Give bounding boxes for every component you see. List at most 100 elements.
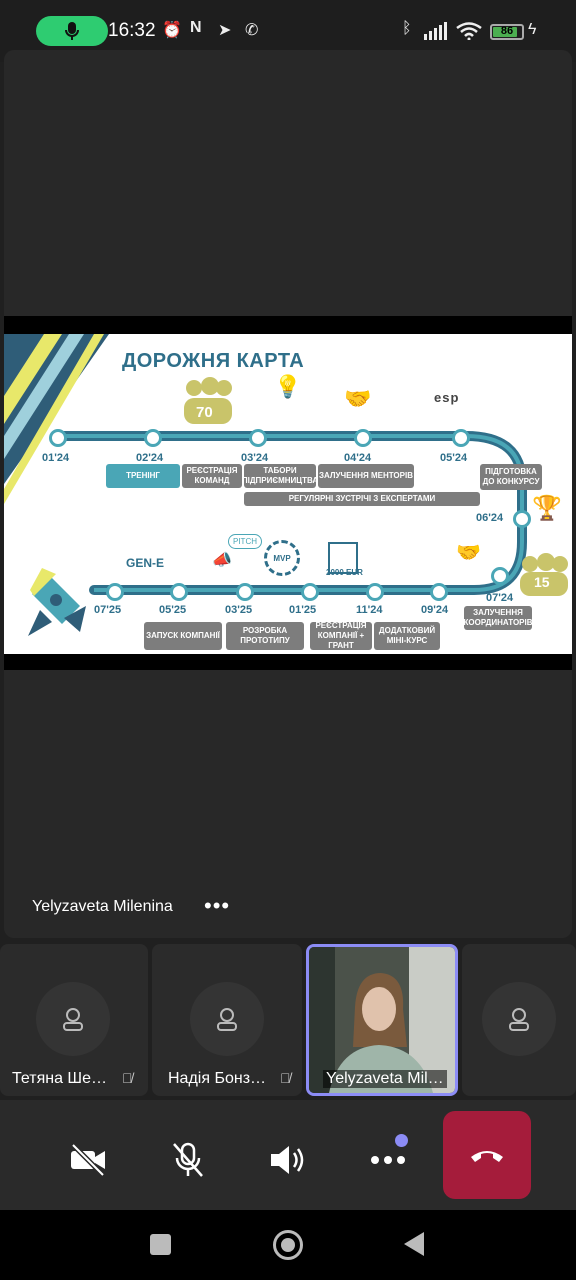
participant-name: Надія Бонз…: [168, 1070, 267, 1087]
date-label: 07'24: [486, 592, 514, 604]
home-button[interactable]: [273, 1230, 303, 1260]
speaker-icon: [271, 1146, 304, 1174]
speaker-more-button[interactable]: •••: [204, 893, 231, 918]
user-placeholder-icon: [63, 1008, 83, 1031]
telegram-icon: ➤: [218, 22, 232, 39]
timeline-node: [491, 567, 509, 585]
handshake-icon: 🤝: [456, 542, 481, 564]
hangup-icon: [471, 1151, 503, 1162]
stripes-decoration: [4, 334, 109, 504]
milestone-company-grant: РЕЄСТРАЦІЯ КОМПАНІЇ + ГРАНТ: [310, 621, 372, 650]
battery-percent: 86: [500, 25, 514, 37]
timeline-node: [170, 583, 188, 601]
wifi-icon: [456, 22, 482, 40]
experts-bar: РЕГУЛЯРНІ ЗУСТРІЧІ З ЕКСПЕРТАМИ: [244, 492, 480, 506]
handshake-icon: 🤝: [344, 386, 372, 411]
camera-off-icon: [71, 1143, 105, 1177]
participant-tile-active[interactable]: Yelyzaveta Mil…: [306, 944, 458, 1096]
timeline-node: [366, 583, 384, 601]
microphone-icon: [65, 22, 79, 40]
avatar: [482, 982, 556, 1056]
speaker-name: Yelyzaveta Milenina: [32, 898, 173, 915]
participants-count-bottom: 15: [534, 574, 550, 590]
people-group-icon: [184, 377, 232, 424]
timeline-node: [513, 510, 531, 528]
mvp-gear-icon: MVP: [264, 540, 300, 576]
avatar: [36, 982, 110, 1056]
back-button[interactable]: [402, 1232, 424, 1256]
timeline-node: [301, 583, 319, 601]
battery-fill: [493, 27, 518, 37]
participant-video: [309, 947, 455, 1093]
milestone-course: ДОДАТКОВИЙ МІНІ-КУРС: [374, 622, 440, 650]
participant-name: Yelyzaveta Mil…: [323, 1070, 447, 1088]
alarm-icon: ⏰: [162, 22, 182, 39]
timeline-node: [430, 583, 448, 601]
timeline-node: [452, 429, 470, 447]
speaker-toggle-button[interactable]: [268, 1140, 308, 1180]
timeline-node: [236, 583, 254, 601]
gen-e-label: GEN-E: [126, 556, 165, 570]
date-label: 05'24: [440, 452, 468, 464]
more-options-button[interactable]: [368, 1140, 408, 1180]
date-label: 01'25: [289, 604, 317, 616]
esp-logo: esp: [434, 390, 460, 405]
recents-button[interactable]: [150, 1234, 171, 1255]
date-label: 11'24: [356, 604, 383, 616]
participant-tile[interactable]: [462, 944, 576, 1096]
home-icon: [281, 1238, 295, 1252]
date-label: 05'25: [159, 604, 187, 616]
timeline-node: [106, 583, 124, 601]
people-group-icon: [520, 553, 568, 596]
milestone-mentors: ЗАЛУЧЕННЯ МЕНТОРІВ: [318, 464, 414, 488]
date-label: 04'24: [344, 452, 372, 464]
milestone-coordinators: ЗАЛУЧЕННЯ КООРДИНАТОРІВ: [464, 606, 533, 630]
hang-up-button[interactable]: [443, 1111, 531, 1199]
date-label: 07'25: [94, 604, 122, 616]
user-placeholder-icon: [509, 1008, 529, 1031]
milestone-preparation: ПІДГОТОВКА ДО КОНКУРСУ: [480, 464, 542, 490]
more-icon: [371, 1156, 405, 1164]
user-placeholder-icon: [217, 1008, 237, 1031]
date-label: 09'24: [421, 604, 449, 616]
milestone-registration: РЕЄСТРАЦІЯ КОМАНД: [182, 464, 242, 488]
shared-slide[interactable]: ДОРОЖНЯ КАРТА 01'24 02'24 03'24 04'24 05…: [4, 334, 572, 654]
active-mic-indicator[interactable]: [36, 16, 108, 46]
date-label: 01'24: [42, 452, 70, 464]
date-label: 03'25: [225, 604, 253, 616]
camera-toggle-button[interactable]: [68, 1140, 108, 1180]
mic-off-icon: [173, 1142, 203, 1177]
mic-toggle-button[interactable]: [168, 1140, 208, 1180]
milestone-camps: ТАБОРИ ПІДПРИЄМНИЦТВА: [242, 464, 318, 488]
pitch-bubble: PITCH: [228, 534, 262, 549]
milestone-prototype: РОЗРОБКА ПРОТОТИПУ: [226, 622, 304, 650]
mic-muted-icon: 🎙̸: [122, 1070, 133, 1086]
document-icon: [328, 542, 358, 574]
milestone-launch: ЗАПУСК КОМПАНІЇ: [144, 622, 222, 650]
participant-name: Тетяна Ше…: [12, 1070, 107, 1087]
nfc-icon: N: [190, 19, 202, 36]
date-label: 02'24: [136, 452, 164, 464]
milestone-training: ТРЕНІНГ: [106, 464, 180, 488]
notification-dot: [395, 1134, 408, 1147]
rocket-icon: [28, 568, 86, 636]
charging-icon: ϟ: [528, 21, 537, 38]
megaphone-icon: 📣: [212, 552, 232, 569]
grant-amount: 2000 EUR: [326, 568, 363, 577]
bluetooth-icon: ᛒ: [402, 20, 412, 37]
timeline-node: [249, 429, 267, 447]
date-label: 06'24: [476, 512, 504, 524]
avatar: [190, 982, 264, 1056]
mic-muted-icon: 🎙̸: [280, 1070, 291, 1086]
clock: 16:32: [108, 20, 156, 41]
participants-count-top: 70: [196, 404, 213, 421]
timeline-node: [144, 429, 162, 447]
battery-indicator: 86: [490, 24, 524, 40]
idea-person-icon: 💡: [274, 374, 302, 399]
timeline-node: [49, 429, 67, 447]
participant-tile[interactable]: Тетяна Ше… 🎙̸: [0, 944, 148, 1096]
viber-icon: ✆: [245, 22, 259, 39]
slide-title: ДОРОЖНЯ КАРТА: [122, 350, 305, 372]
signal-icon: [424, 22, 447, 40]
participant-tile[interactable]: Надія Бонз… 🎙̸: [152, 944, 302, 1096]
